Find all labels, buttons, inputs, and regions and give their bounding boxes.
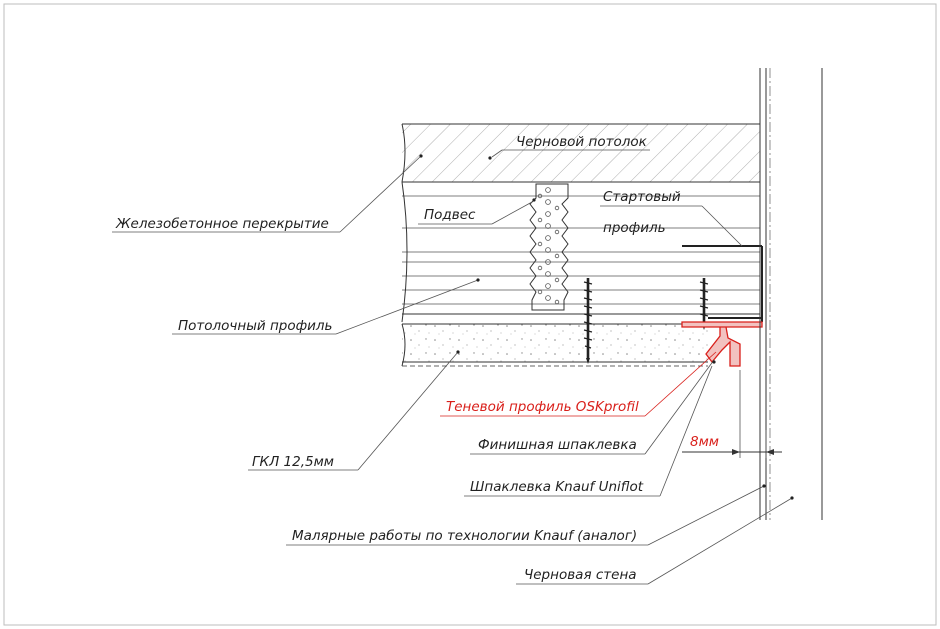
hanger-strip [529,183,569,311]
drawing-frame [3,3,937,626]
gap-dimension [682,370,782,458]
label-painting: Малярные работы по технологии Knauf (ана… [292,528,637,544]
label-rc-slab: Железобетонное перекрытие [115,216,329,232]
gypsum-board-layer [401,323,708,367]
starter-profile [682,245,763,322]
label-starter-profile-line1: Стартовый [603,189,681,205]
label-hanger: Подвес [424,207,476,223]
leader-lines [112,149,794,585]
gap-dimension-label: 8мм [690,434,719,450]
rc-slab-layer-lines [401,181,760,323]
label-gypsum-board: ГКЛ 12,5мм [252,454,334,470]
label-knauf-putty: Шпаклевка Knauf Uniflot [470,479,644,495]
shadow-profile-osk [681,321,763,367]
label-rough-wall: Черновая стена [524,567,637,583]
rough-ceiling-slab [401,123,760,183]
screw-left [583,278,593,364]
label-finish-putty: Финишная шпаклевка [478,437,637,453]
label-ceiling-profile: Потолочный профиль [178,318,333,334]
label-starter-profile-line2: профиль [603,220,666,236]
label-rough-ceiling: Черновой потолок [516,134,648,150]
label-shadow-profile: Теневой профиль OSKprofil [446,399,639,415]
